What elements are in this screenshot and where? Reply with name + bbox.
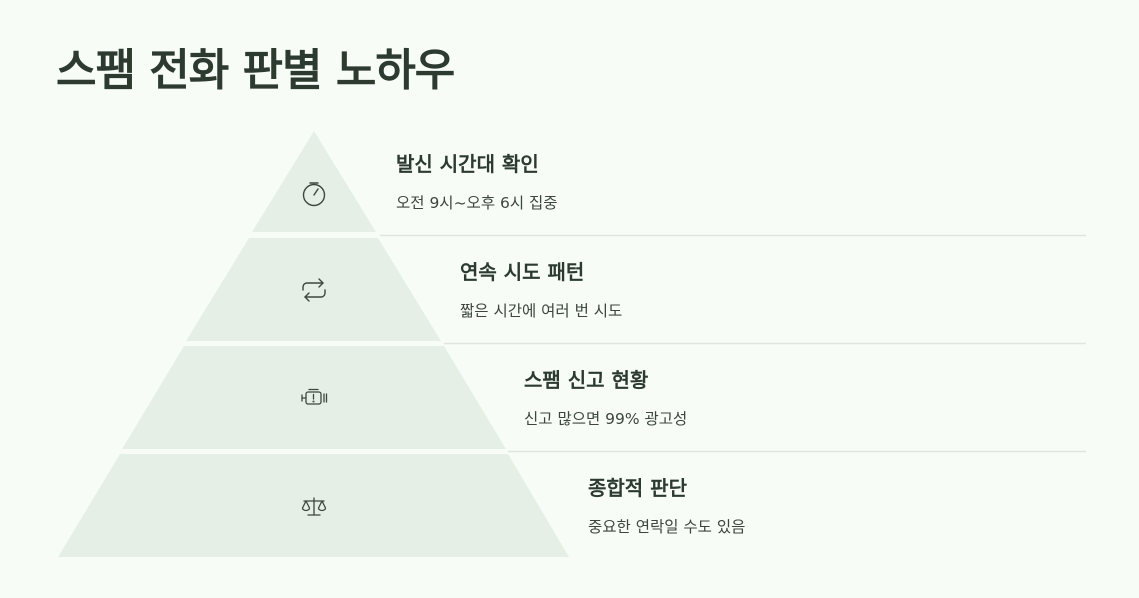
page-title: 스팸 전화 판별 노하우 <box>56 45 455 96</box>
balance-scale-icon <box>301 497 327 516</box>
alert-engine-icon <box>301 388 328 405</box>
tier-2-desc: 짧은 시간에 여러 번 시도 <box>460 302 623 320</box>
repeat-arrows-icon <box>302 278 326 302</box>
tier-4-text: 종합적 판단 중요한 연락일 수도 있음 <box>588 472 745 537</box>
tier-3-title: 스팸 신고 현황 <box>524 368 649 392</box>
tier-1-title: 발신 시간대 확인 <box>396 152 539 176</box>
timer-icon <box>302 182 326 207</box>
pyramid-tier-1 <box>252 131 376 232</box>
tier-2-title: 연속 시도 패턴 <box>460 260 585 284</box>
tier-4-desc: 중요한 연락일 수도 있음 <box>588 518 746 536</box>
tier-3-text: 스팸 신고 현황 신고 많으면 99% 광고성 <box>524 364 687 429</box>
tier-3-desc: 신고 많으면 99% 광고성 <box>524 410 688 428</box>
pyramid-tier-2 <box>186 238 441 341</box>
tier-1-text: 발신 시간대 확인 오전 9시~오후 6시 집중 <box>396 148 558 213</box>
tier-2-text: 연속 시도 패턴 짧은 시간에 여러 번 시도 <box>460 256 622 321</box>
tier-4-title: 종합적 판단 <box>588 476 687 500</box>
tier-1-desc: 오전 9시~오후 6시 집중 <box>396 194 558 212</box>
